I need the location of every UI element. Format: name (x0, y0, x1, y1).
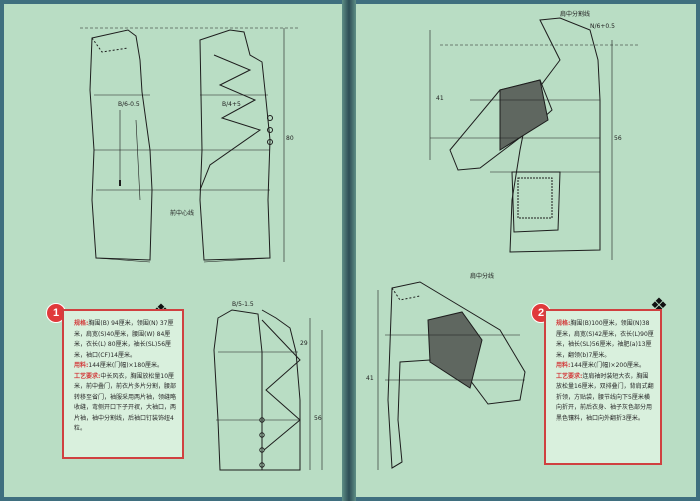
length-label: 80 (286, 135, 294, 142)
fabric-label: 用料: (74, 362, 89, 369)
bust-share-label: B/4+5 (222, 101, 241, 108)
process-label: 工艺要求: (74, 372, 101, 380)
materials-label: 规格: (74, 320, 89, 327)
process-text: 中长风衣，胸围放松量10厘米，前中叠门，前衣片多片分割，腰部转移至省门，袖服采用… (74, 372, 177, 433)
pattern-2-coat-bodice (213, 309, 323, 471)
length-56-label: 56 (314, 415, 322, 422)
note-1-spec-box: 规格:胸围(B) 94厘米，领围(N) 37厘米，肩宽(S)40厘米，腰围(W)… (62, 309, 184, 459)
page-gutter (342, 0, 356, 501)
pattern-1-coat-bodice (80, 27, 300, 263)
top-line-label: 肩中分线 (470, 272, 494, 280)
process-text: 连肩袖时装短大衣，胸围放松量16厘米，双排叠门，背肩式翻折领，方贴袋，腰节线向下… (556, 372, 654, 422)
length-29-label: 29 (300, 340, 308, 347)
pattern-3-raglan-coat (429, 17, 640, 260)
note-2-spec-box: 规格:胸围(B)100厘米，领围(N)38厘米，肩宽(S)42厘米，衣长(L)9… (544, 309, 662, 465)
materials-text: 胸围(B) 94厘米，领围(N) 37厘米，肩宽(S)40厘米，腰围(W) 84… (74, 320, 174, 359)
pattern-4-raglan-coat (377, 281, 526, 470)
materials-text: 胸围(B)100厘米，领围(N)38厘米，肩宽(S)42厘米，衣长(L)90厘米… (556, 320, 654, 359)
materials-label: 规格: (556, 320, 571, 327)
fabric-text: 144厘米(门幅)×180厘米。 (88, 362, 164, 369)
process-label: 工艺要求: (556, 372, 583, 380)
fabric-label: 用料: (556, 362, 571, 369)
half-back-label: B/6-0.5 (118, 101, 140, 108)
top-measure-label: B/5-1.5 (232, 301, 254, 308)
length-41-label: 41 (436, 95, 444, 102)
front-center-label: 前中心线 (170, 209, 194, 217)
shoulder-line-label: 肩中分割线 (560, 10, 590, 18)
length-41b-label: 41 (366, 375, 374, 382)
length-56b-label: 56 (614, 135, 622, 142)
fabric-text: 144厘米(门幅)×200厘米。 (570, 362, 646, 369)
neck-share-label: N/6+0.5 (590, 23, 615, 30)
